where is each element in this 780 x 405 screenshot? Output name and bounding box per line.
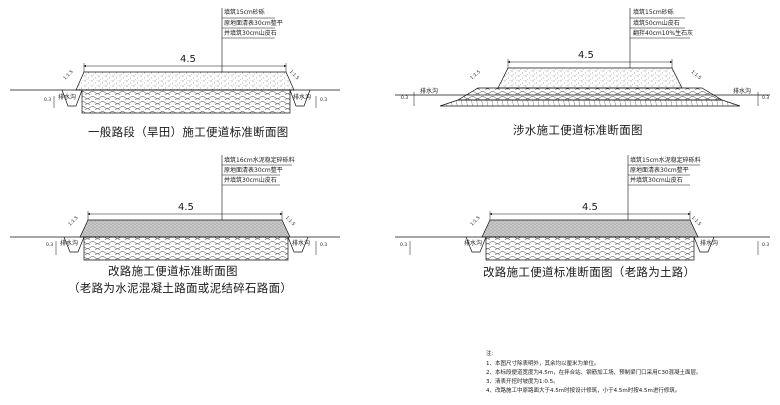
ditch-label-left: 排水沟 bbox=[60, 240, 79, 247]
road-width-label: 4.5 bbox=[180, 54, 196, 65]
layer-label: 翻拌40cm10%生石灰 bbox=[633, 30, 694, 37]
section-caption: 一般路段（旱田）施工便道标准断面图 bbox=[88, 125, 289, 139]
section-reroute-earth-drawing bbox=[395, 155, 770, 261]
notes-heading: 注: bbox=[486, 351, 494, 357]
base-layer bbox=[83, 236, 289, 261]
road-width-label: 4.5 bbox=[582, 202, 598, 213]
note-item: 4、改路施工中原路面大于4.5m时按设计修筑，小于4.5m时按4.5m进行修筑。 bbox=[486, 388, 681, 394]
top-layer bbox=[497, 67, 683, 89]
road-width-label: 4.5 bbox=[578, 50, 594, 61]
layer-label: 并填筑30cm山皮石 bbox=[630, 177, 683, 184]
depth-label-left: 0.3 bbox=[401, 96, 409, 101]
depth-label-right: 0.3 bbox=[320, 98, 328, 103]
depth-label-right: 0.3 bbox=[762, 96, 770, 101]
section-reroute-concrete-drawing bbox=[10, 155, 340, 261]
ditch-right-shape bbox=[693, 236, 715, 253]
ditch-label-left: 排水沟 bbox=[420, 88, 439, 95]
ditch-label-right: 排水沟 bbox=[733, 88, 752, 95]
ditch-label-right: 排水沟 bbox=[293, 94, 312, 101]
layer-label: 并填筑30cm山皮石 bbox=[224, 30, 277, 37]
note-item: 1、本图尺寸除表明外，其余均以厘米为单位。 bbox=[486, 361, 600, 367]
section-caption: 涉水施工便道标准断面图 bbox=[513, 123, 643, 137]
depth-label-left: 0.3 bbox=[44, 98, 52, 103]
ditch-label-left: 排水沟 bbox=[464, 240, 483, 247]
note-item: 3、清表开挖时坡度为1:0.5。 bbox=[486, 379, 559, 385]
layer-label: 原地面清表30cm整平 bbox=[224, 167, 283, 174]
bottom-layer bbox=[439, 99, 741, 107]
note-item: 2、本标段便道宽度为4.5m，在拌合站、钢筋加工场、预制梁门口采用C30混凝土面… bbox=[486, 370, 702, 376]
base-layer bbox=[485, 236, 695, 261]
depth-label-right: 0.3 bbox=[762, 243, 770, 248]
layer-label: 原地面清表30cm整平 bbox=[630, 167, 689, 174]
ditch-label-right: 排水沟 bbox=[292, 240, 311, 247]
top-layer bbox=[75, 71, 295, 91]
layer-label: 原地面清表30cm整平 bbox=[224, 20, 283, 27]
ditch-left-shape bbox=[63, 236, 85, 253]
base-layer bbox=[81, 89, 291, 114]
top-layer bbox=[481, 219, 699, 238]
section-subcaption: （老路为水泥混凝土路面或泥结碎石路面） bbox=[68, 281, 293, 295]
middle-layer bbox=[456, 87, 724, 101]
ditch-label-left: 排水沟 bbox=[58, 94, 77, 101]
layer-label: 填筑50cm山皮石 bbox=[633, 20, 680, 27]
ditch-right-shape bbox=[289, 89, 311, 107]
ditch-left-shape bbox=[465, 236, 487, 253]
ditch-right-shape bbox=[287, 236, 309, 253]
layer-label: 填筑15cm砂砾 bbox=[633, 9, 674, 16]
ditch-left-shape bbox=[61, 89, 83, 107]
ditch-label-right: 排水沟 bbox=[700, 240, 719, 247]
layer-label: 填筑15cm砂砾 bbox=[224, 9, 265, 16]
section-caption: 改路施工便道标准断面图（老路为土路） bbox=[483, 265, 696, 279]
section-wading-drawing bbox=[395, 8, 770, 107]
road-width-label: 4.5 bbox=[178, 202, 194, 213]
layer-label: 填筑16cm水泥稳定碎砾料 bbox=[224, 157, 295, 164]
layer-label: 填筑15cm水泥稳定碎砾料 bbox=[630, 157, 701, 164]
layer-label: 并填筑30cm山皮石 bbox=[224, 177, 277, 184]
section-dry-drawing bbox=[10, 8, 340, 114]
depth-label-left: 0.3 bbox=[46, 243, 54, 248]
section-caption: 改路施工便道标准断面图 bbox=[108, 264, 238, 278]
depth-label-right: 0.3 bbox=[320, 243, 328, 248]
top-layer bbox=[79, 219, 291, 238]
depth-label-left: 0.3 bbox=[400, 243, 408, 248]
